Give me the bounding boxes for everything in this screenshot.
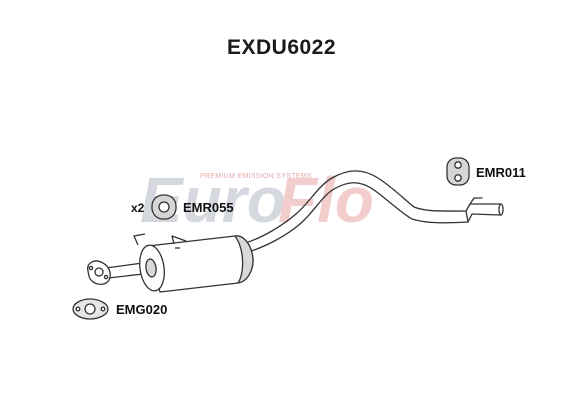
rubber-hanger-emr011-icon bbox=[446, 157, 470, 186]
page-title: EXDU6022 bbox=[226, 36, 337, 59]
rubber-hanger-emr055-icon bbox=[151, 194, 177, 220]
inlet-flange bbox=[87, 260, 111, 285]
part-code-emg020: EMG020 bbox=[116, 302, 168, 317]
part-code-emr011: EMR011 bbox=[476, 165, 526, 180]
exhaust-pipe bbox=[105, 170, 504, 279]
silencer-box bbox=[133, 233, 254, 293]
quantity-label-emr055: x2 bbox=[131, 201, 145, 215]
gasket-emg020-icon bbox=[72, 298, 109, 320]
watermark-brand-right: Flo bbox=[278, 164, 374, 236]
watermark-tagline: PREMIUM EMISSION SYSTEMS bbox=[200, 173, 312, 180]
part-code-emr055: EMR055 bbox=[183, 200, 234, 215]
